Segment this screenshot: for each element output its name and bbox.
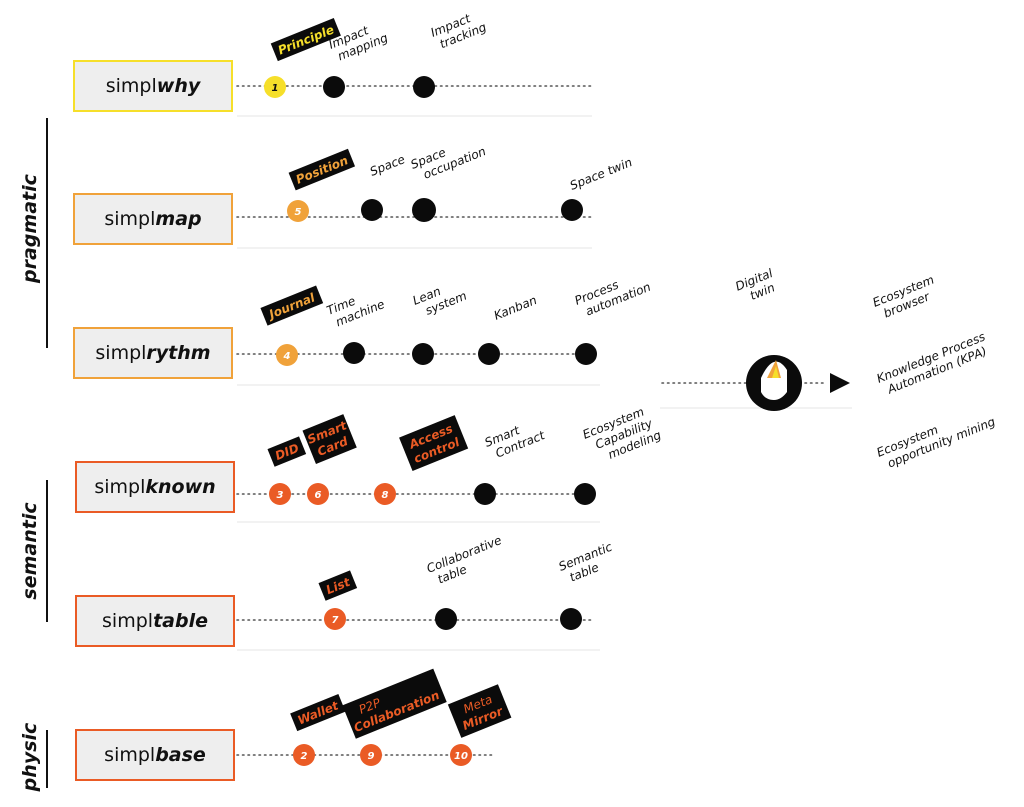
product-suffix: table <box>153 610 208 632</box>
svg-text:2: 2 <box>301 751 308 762</box>
label-semantic-table: Semantic table <box>557 540 615 585</box>
label-smart-contract: Smart Contract <box>483 423 548 461</box>
numbered-milestone-1: 1 <box>264 76 286 98</box>
label-digital-twin: Digital twin <box>733 266 776 303</box>
tag-did: DID <box>267 436 307 467</box>
pragmatic-bar <box>46 118 48 348</box>
label-kanban: Kanban <box>492 293 539 323</box>
numbered-milestone-5: 5 <box>287 200 309 222</box>
tag-list: List <box>318 570 358 601</box>
numbered-milestone-4: 4 <box>276 344 298 366</box>
tag-access-control: Access control <box>399 415 469 472</box>
milestone-collaborative-table <box>435 608 457 630</box>
tag-smart-card: Smart Card <box>302 414 357 465</box>
svg-text:4: 4 <box>283 351 291 362</box>
product-suffix: map <box>155 208 202 230</box>
svg-text:6: 6 <box>315 490 322 501</box>
label-space-occupation: Space occupation <box>409 144 488 182</box>
milestone-process-automation <box>575 343 597 365</box>
arrow-icon <box>830 373 850 393</box>
milestone-impact-mapping <box>323 76 345 98</box>
label-space-twin: Space twin <box>568 155 634 193</box>
svg-text:3: 3 <box>277 490 284 501</box>
svg-text:Space: Space <box>368 152 407 179</box>
label-ecosystem-opportunity: Ecosystem opportunity mining <box>875 414 998 470</box>
product-prefix: simpl <box>104 744 156 766</box>
tag-p2p-collaboration: P2P Collaboration <box>342 668 447 739</box>
label-ecosystem-browser: Ecosystem browser <box>871 273 936 321</box>
svg-text:Journal: Journal <box>265 290 317 322</box>
label-space: Space <box>368 152 407 179</box>
svg-text:10: 10 <box>454 751 468 762</box>
milestone-kanban <box>478 343 500 365</box>
physic-bar <box>46 730 48 788</box>
product-prefix: simpl <box>104 208 156 230</box>
milestone-impact-tracking <box>413 76 435 98</box>
svg-text:1: 1 <box>272 83 279 94</box>
numbered-milestone-2: 2 <box>293 744 315 766</box>
svg-text:9: 9 <box>368 751 375 762</box>
label-kpa: Knowledge Process Automation (KPA) <box>875 329 989 396</box>
tag-meta-mirror: Meta Mirror <box>447 684 512 738</box>
semantic-bar <box>46 480 48 622</box>
milestone-ecosystem-capability <box>574 483 596 505</box>
label-ecosystem-capability: Ecosystem Capability modeling <box>581 405 664 462</box>
product-suffix: known <box>145 476 216 498</box>
label-impact-tracking: Impact tracking <box>429 11 489 51</box>
product-prefix: simpl <box>102 610 154 632</box>
product-prefix: simpl <box>95 342 147 364</box>
product-prefix: simpl <box>105 75 157 97</box>
product-suffix: why <box>156 75 201 97</box>
svg-text:7: 7 <box>332 615 339 626</box>
milestone-smart-contract <box>474 483 496 505</box>
tag-position: Position <box>288 148 356 191</box>
product-prefix: simpl <box>94 476 146 498</box>
milestone-space <box>361 199 383 221</box>
tag-journal: Journal <box>260 285 324 326</box>
digital-twin-logo <box>746 355 802 411</box>
milestone-semantic-table <box>560 608 582 630</box>
svg-text:5: 5 <box>295 207 302 218</box>
numbered-milestone-10: 10 <box>450 744 472 766</box>
milestone-space-occupation <box>412 198 436 222</box>
label-process-automation: Process automation <box>573 278 653 319</box>
numbered-milestone-3: 3 <box>269 483 291 505</box>
milestone-space-twin <box>561 199 583 221</box>
tag-wallet: Wallet <box>290 693 346 732</box>
label-time-machine: Time machine <box>325 294 387 330</box>
milestone-lean-system <box>412 343 434 365</box>
svg-text:8: 8 <box>382 490 389 501</box>
svg-text:Space twin: Space twin <box>568 155 634 193</box>
svg-text:Kanban: Kanban <box>492 293 539 323</box>
milestone-time-machine <box>343 342 365 364</box>
numbered-milestone-9: 9 <box>360 744 382 766</box>
numbered-milestone-8: 8 <box>374 483 396 505</box>
label-collaborative-table: Collaborative table <box>425 533 504 587</box>
product-suffix: base <box>155 744 206 766</box>
label-lean-system: Lean system <box>411 284 469 318</box>
product-suffix: rythm <box>146 342 211 364</box>
numbered-milestone-6: 6 <box>307 483 329 505</box>
numbered-milestone-7: 7 <box>324 608 346 630</box>
